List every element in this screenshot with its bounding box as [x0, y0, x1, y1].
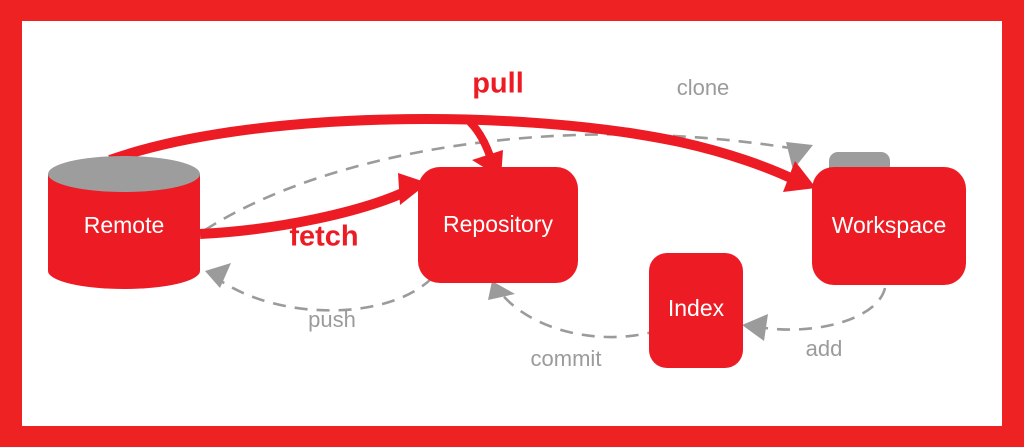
edge-label-add: add — [806, 336, 843, 361]
pull-path — [108, 114, 798, 185]
repository-body — [418, 167, 578, 283]
edge-label-push: push — [308, 307, 356, 332]
edge-label-pull: pull — [472, 68, 524, 100]
node-label-repository: Repository — [443, 211, 553, 237]
node-remote[interactable]: Remote — [48, 156, 200, 289]
pull-arrowhead — [783, 161, 816, 192]
edge-push: push — [205, 263, 433, 332]
fetch-path — [199, 187, 408, 239]
node-label-remote: Remote — [84, 212, 165, 238]
clone-arrowhead — [786, 142, 813, 170]
node-label-workspace: Workspace — [832, 212, 947, 238]
push-arrowhead — [205, 263, 231, 288]
node-workspace[interactable]: Workspace — [812, 152, 966, 285]
commit-arrowhead — [488, 281, 515, 300]
commit-path — [498, 291, 661, 339]
clone-path — [204, 133, 791, 232]
push-path — [217, 277, 433, 312]
add-arrowhead — [742, 314, 768, 341]
node-repository[interactable]: Repository — [418, 167, 578, 283]
pull-branch-path — [467, 119, 494, 158]
node-label-index: Index — [668, 295, 725, 321]
edge-commit: commit — [488, 281, 661, 371]
edge-label-fetch: fetch — [289, 221, 358, 253]
edge-pull: pull — [108, 68, 816, 192]
edge-label-commit: commit — [531, 346, 602, 371]
remote-top-ellipse — [48, 156, 200, 192]
workspace-body — [812, 167, 966, 285]
edge-fetch: fetch — [199, 173, 428, 253]
remote-body — [48, 174, 200, 289]
edge-clone: clone — [204, 75, 813, 232]
edge-add: add — [742, 287, 887, 361]
node-index[interactable]: Index — [649, 253, 743, 368]
add-path — [764, 287, 887, 331]
index-body — [649, 253, 743, 368]
edge-label-clone: clone — [677, 75, 730, 100]
